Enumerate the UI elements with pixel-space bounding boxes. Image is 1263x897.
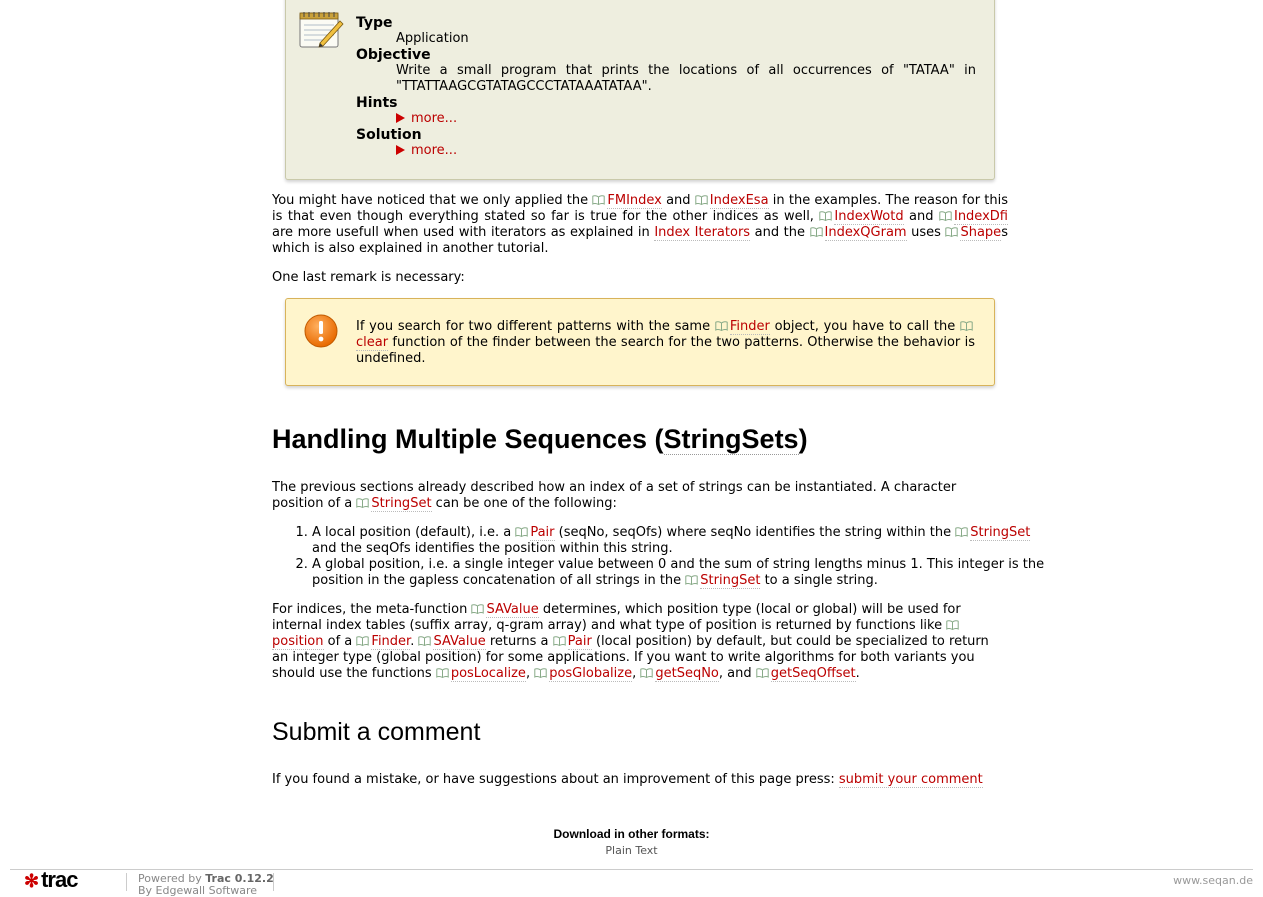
link-pair[interactable]: Pair — [530, 525, 555, 541]
link-stringset[interactable]: StringSet — [371, 496, 432, 512]
book-icon — [715, 321, 728, 331]
assignment-box: Type Application Objective Write a small… — [285, 0, 995, 180]
link-index-iterators[interactable]: Index Iterators — [654, 225, 751, 241]
by-edgewall: By Edgewall Software — [138, 884, 258, 897]
book-icon — [356, 498, 370, 508]
warning-text: If you search for two different patterns… — [356, 319, 975, 366]
list-item: A local position (default), i.e. a Pair … — [312, 525, 1048, 557]
hints-label: Hints — [356, 95, 398, 111]
paragraph-index-types: You might have noticed that we only appl… — [272, 193, 1008, 256]
solution-label: Solution — [356, 127, 422, 143]
book-icon — [756, 668, 769, 678]
link-finder[interactable]: Finder — [729, 319, 770, 335]
footer-separator — [273, 873, 274, 891]
link-stringset[interactable]: StringSet — [700, 573, 761, 589]
paragraph-savalue: For indices, the meta-function SAValue d… — [272, 602, 989, 682]
download-formats: Download in other formats: Plain Text — [0, 826, 1263, 859]
hints-more-link[interactable]: more... — [411, 111, 458, 126]
list-item: A global position, i.e. a single integer… — [312, 557, 1048, 589]
site-url-link[interactable]: www.seqan.de — [1173, 874, 1253, 887]
powered-by: Powered by Trac 0.12.2 By Edgewall Softw… — [138, 872, 274, 897]
book-icon — [418, 636, 432, 646]
plain-text-link[interactable]: Plain Text — [605, 844, 658, 857]
link-indexqgram[interactable]: IndexQGram — [824, 225, 907, 241]
download-formats-title: Download in other formats: — [553, 827, 710, 841]
trac-logo[interactable]: ✻trac — [24, 867, 78, 892]
book-icon — [552, 636, 566, 646]
footer-separator — [126, 873, 127, 891]
link-shape[interactable]: Shape — [960, 225, 1002, 241]
paw-icon: ✻ — [24, 871, 39, 891]
link-getseqno[interactable]: getSeqNo — [655, 666, 719, 682]
book-icon — [946, 620, 959, 630]
book-icon — [356, 636, 370, 646]
trac-version-link[interactable]: Trac 0.12.2 — [205, 872, 274, 885]
link-indexesa[interactable]: IndexEsa — [709, 193, 769, 209]
type-value: Application — [396, 31, 469, 46]
assignment-details: Type Application Objective Write a small… — [356, 15, 976, 159]
link-savalue[interactable]: SAValue — [433, 634, 486, 650]
link-getseqoffset[interactable]: getSeqOffset — [770, 666, 856, 682]
book-icon — [640, 668, 654, 678]
book-icon — [695, 195, 708, 205]
warning-box: If you search for two different patterns… — [285, 298, 995, 386]
link-posglobalize[interactable]: posGlobalize — [549, 666, 633, 682]
book-icon — [819, 211, 833, 221]
book-icon — [945, 227, 959, 237]
book-icon — [960, 321, 973, 331]
objective-label: Objective — [356, 47, 431, 63]
book-icon — [436, 668, 449, 678]
book-icon — [809, 227, 823, 237]
link-savalue[interactable]: SAValue — [486, 602, 539, 618]
link-pair[interactable]: Pair — [567, 634, 592, 650]
solution-more-link[interactable]: more... — [411, 143, 458, 158]
expand-triangle-icon — [396, 145, 405, 155]
book-icon — [939, 211, 952, 221]
link-indexwotd[interactable]: IndexWotd — [834, 209, 904, 225]
book-icon — [592, 195, 606, 205]
link-position[interactable]: position — [272, 634, 324, 650]
book-icon — [685, 575, 698, 585]
link-finder[interactable]: Finder — [371, 634, 411, 650]
heading-stringsets: Handling Multiple Sequences (StringSets) — [272, 424, 808, 455]
link-indexdfi[interactable]: IndexDfi — [953, 209, 1008, 225]
link-poslocalize[interactable]: posLocalize — [450, 666, 526, 682]
link-stringset[interactable]: StringSet — [970, 525, 1031, 541]
footer: ✻trac Powered by Trac 0.12.2 By Edgewall… — [10, 867, 1253, 897]
book-icon — [515, 527, 529, 537]
book-icon — [955, 527, 968, 537]
paragraph-comment: If you found a mistake, or have suggesti… — [272, 772, 983, 788]
solution-toggle[interactable]: more... — [396, 143, 976, 159]
paragraph-remark: One last remark is necessary: — [272, 270, 465, 285]
heading-submit-comment: Submit a comment — [272, 718, 481, 746]
book-icon — [534, 668, 547, 678]
submit-comment-link[interactable]: submit your comment — [838, 772, 983, 788]
position-types-list: A local position (default), i.e. a Pair … — [272, 525, 1048, 589]
book-icon — [471, 604, 485, 614]
link-clear[interactable]: clear — [356, 335, 389, 351]
warning-icon — [304, 314, 338, 348]
expand-triangle-icon — [396, 113, 405, 123]
notepad-icon — [298, 9, 344, 56]
link-fmindex[interactable]: FMIndex — [607, 193, 662, 209]
type-label: Type — [356, 15, 393, 31]
objective-value: Write a small program that prints the lo… — [396, 63, 976, 94]
hints-toggle[interactable]: more... — [396, 111, 976, 127]
paragraph-char-position: The previous sections already described … — [272, 480, 957, 512]
